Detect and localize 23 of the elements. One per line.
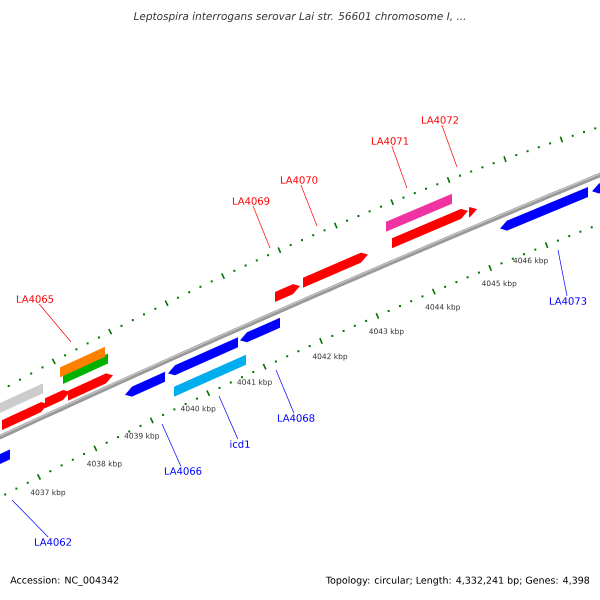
leader-line bbox=[162, 424, 182, 466]
leader-line bbox=[252, 206, 270, 248]
leader-line bbox=[38, 304, 72, 342]
summary-text: Topology: circular; Length: 4,332,241 bp; Genes: 4,398 bbox=[326, 576, 590, 586]
title: Leptospira interrogans serovar Lai str. 56601 chromosome I, ... bbox=[134, 12, 466, 22]
gene-label: LA4069 bbox=[232, 197, 270, 205]
leader-line bbox=[441, 124, 458, 168]
gene-label: LA4068 bbox=[278, 414, 314, 422]
leader-line bbox=[12, 500, 48, 538]
gene-label: LA4070 bbox=[280, 176, 318, 184]
gene-label: LA4073 bbox=[550, 297, 586, 305]
gene-label: LA4062 bbox=[34, 538, 72, 546]
gene-label: LA4071 bbox=[372, 137, 408, 145]
accession-text: Accession: NC_004342 bbox=[10, 576, 118, 586]
gene-label: LA4066 bbox=[164, 467, 202, 475]
leader-line bbox=[300, 184, 318, 226]
gene-label: icd1 bbox=[230, 440, 250, 448]
gene-label: LA4072 bbox=[422, 116, 458, 124]
leader-line bbox=[218, 396, 238, 440]
gene-label: LA4065 bbox=[16, 295, 54, 303]
leader-line bbox=[276, 370, 294, 414]
leader-line bbox=[558, 250, 568, 296]
leader-line bbox=[391, 146, 408, 188]
